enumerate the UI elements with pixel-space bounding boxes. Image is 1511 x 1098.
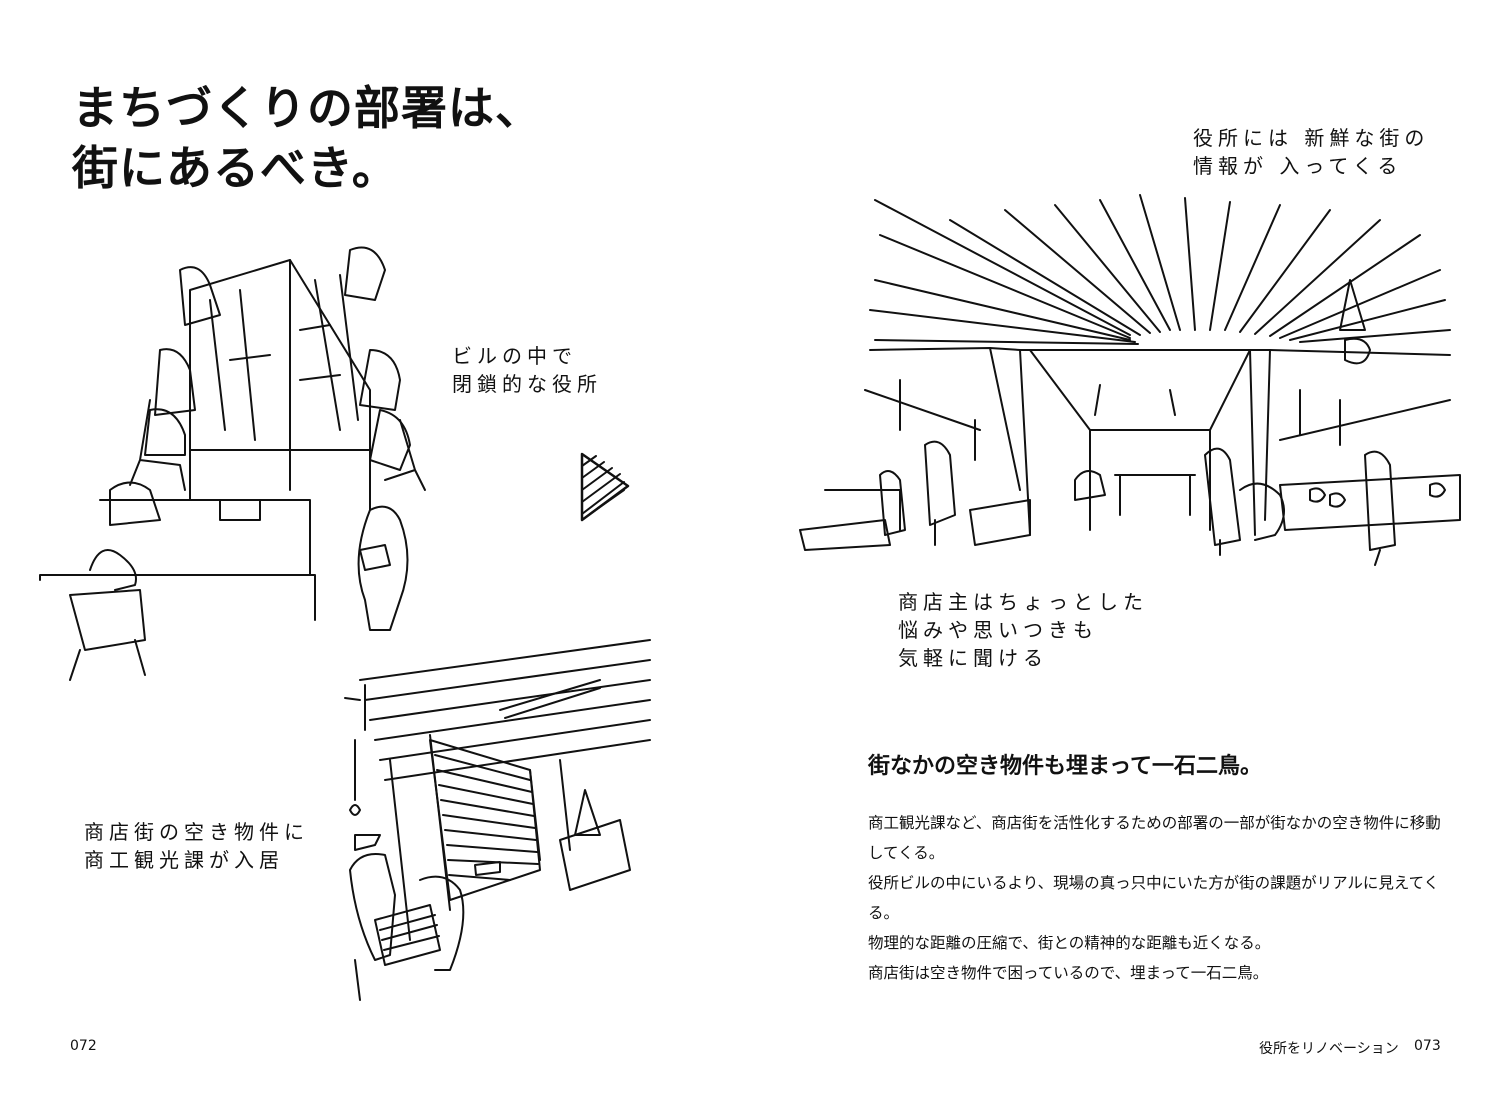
street-caption: 商店街の空き物件に 商工観光課が入居 <box>84 818 309 874</box>
article-paragraph: 役所ビルの中にいるより、現場の真っ只中にいた方が街の課題がリアルに見えてくる。 <box>868 874 1440 922</box>
top-right-caption: 役所には 新鮮な街の 情報が 入ってくる <box>1193 124 1429 180</box>
article-paragraph: 商店街は空き物件で困っているので、埋まって一石二鳥。 <box>868 964 1269 982</box>
top-right-caption-line-1: 役所には 新鮮な街の <box>1193 126 1430 150</box>
running-section-title: 役所をリノベーション <box>1259 1041 1399 1057</box>
article-paragraph: 商工観光課など、商店街を活性化するための部署の一部が街なかの空き物件に移動してく… <box>868 814 1441 862</box>
street-caption-line-2: 商工観光課が入居 <box>84 848 284 872</box>
article-body: 商工観光課など、商店街を活性化するための部署の一部が街なかの空き物件に移動してく… <box>868 808 1448 988</box>
hatched-triangle-arrow-icon <box>580 452 630 522</box>
shop-owner-caption-line-2: 悩みや思いつきも <box>898 618 1098 642</box>
office-illustration <box>39 246 426 681</box>
page-title: まちづくりの部署は、 街にあるべき。 <box>72 78 542 198</box>
shop-owner-caption-line-1: 商店主はちょっとした <box>898 590 1148 614</box>
shop-owner-caption-line-3: 気軽に聞ける <box>898 646 1048 670</box>
office-caption-line-2: 閉鎖的な役所 <box>452 372 602 396</box>
arcade-shop-illustration <box>799 194 1461 566</box>
shutter-street-illustration <box>344 639 651 1001</box>
office-caption: ビルの中で 閉鎖的な役所 <box>452 342 602 398</box>
article-paragraph: 物理的な距離の圧縮で、街との精神的な距離も近くなる。 <box>868 934 1271 952</box>
street-caption-line-1: 商店街の空き物件に <box>84 820 309 844</box>
top-right-caption-line-2: 情報が 入ってくる <box>1193 154 1403 178</box>
article-heading: 街なかの空き物件も埋まって一石二鳥。 <box>868 754 1263 779</box>
left-page-number: 072 <box>70 1038 97 1054</box>
office-caption-line-1: ビルの中で <box>452 344 577 368</box>
shop-owner-caption: 商店主はちょっとした 悩みや思いつきも 気軽に聞ける <box>898 588 1148 672</box>
right-page-number: 073 <box>1414 1038 1441 1054</box>
title-line-1: まちづくりの部署は、 <box>72 81 542 135</box>
title-line-2: 街にあるべき。 <box>72 141 399 195</box>
